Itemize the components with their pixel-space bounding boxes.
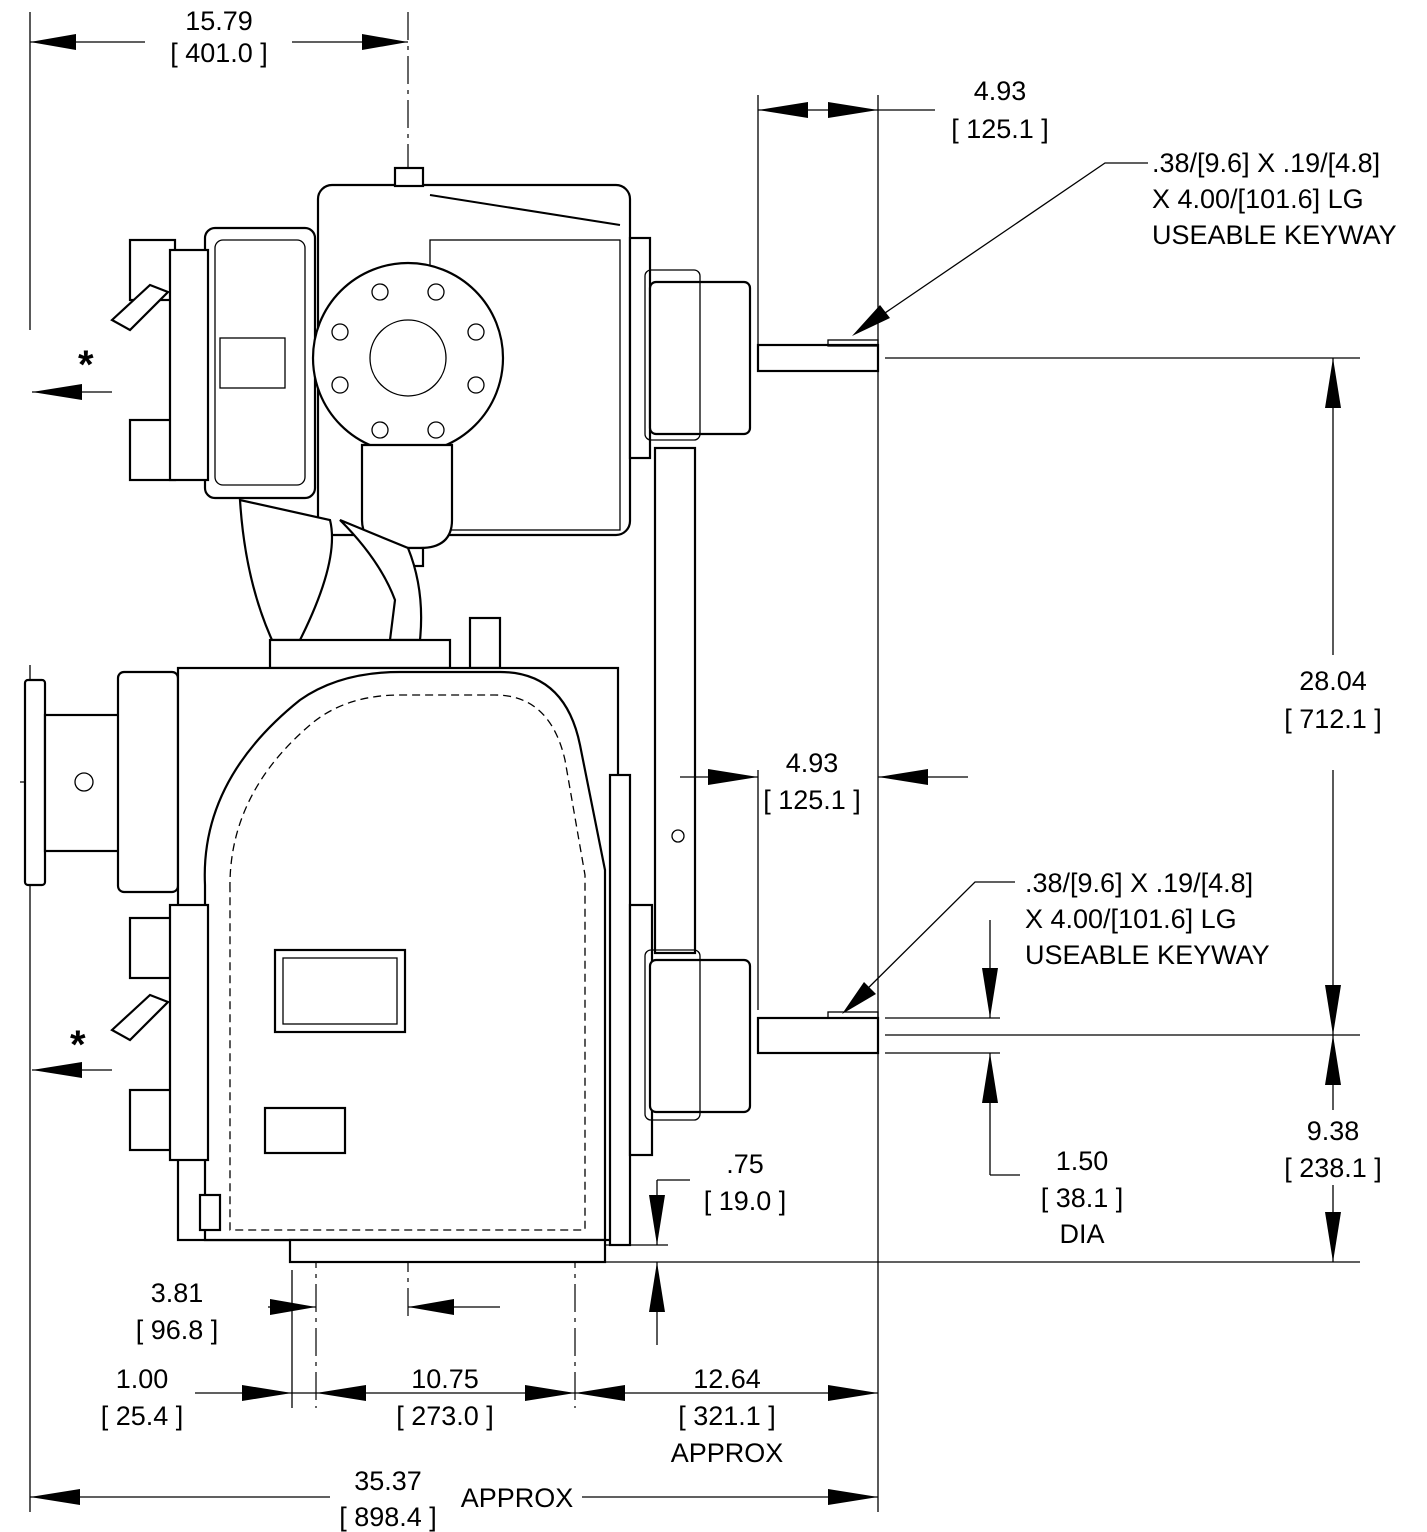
dim-shaft-top bbox=[758, 102, 935, 118]
leader-keyway-bottom bbox=[842, 881, 1015, 1014]
total-in: 35.37 bbox=[354, 1466, 422, 1496]
vertical-mm: [ 712.1 ] bbox=[1284, 704, 1382, 734]
offset-in: 3.81 bbox=[151, 1278, 204, 1308]
dim-bottom-row bbox=[195, 1385, 878, 1401]
right-approx: APPROX bbox=[671, 1438, 784, 1468]
total-approx: APPROX bbox=[461, 1483, 574, 1513]
total-mm: [ 898.4 ] bbox=[339, 1502, 437, 1532]
dia-mm: [ 38.1 ] bbox=[1041, 1183, 1124, 1213]
dim-dia bbox=[982, 920, 1020, 1176]
right-in: 12.64 bbox=[693, 1364, 761, 1394]
base-mm: [ 19.0 ] bbox=[704, 1186, 787, 1216]
height-in: 9.38 bbox=[1307, 1116, 1360, 1146]
vertical-in: 28.04 bbox=[1299, 666, 1367, 696]
dim-overall-top bbox=[30, 34, 408, 50]
drive-arm bbox=[653, 446, 697, 955]
left-in: 1.00 bbox=[116, 1364, 169, 1394]
dim-height bbox=[1325, 1035, 1341, 1262]
dia-label: DIA bbox=[1059, 1219, 1104, 1249]
dim-offset bbox=[268, 1299, 500, 1315]
dimension-text: 15.79 [ 401.0 ] 4.93 [ 125.1 ] 4.93 [ 12… bbox=[101, 6, 1382, 1532]
overall-top-in: 15.79 bbox=[185, 6, 253, 36]
dia-in: 1.50 bbox=[1056, 1146, 1109, 1176]
shaft-top-in: 4.93 bbox=[974, 76, 1027, 106]
base-in: .75 bbox=[726, 1149, 764, 1179]
drain-arrows bbox=[32, 384, 112, 1078]
keyway-top-line1: .38/[9.6] X .19/[4.8] bbox=[1152, 148, 1380, 178]
shaft-top-mm: [ 125.1 ] bbox=[951, 114, 1049, 144]
asterisk-top: * bbox=[78, 343, 94, 387]
leader-keyway-top bbox=[852, 162, 1148, 336]
keyway-notes: .38/[9.6] X .19/[4.8] X 4.00/[101.6] LG … bbox=[70, 148, 1397, 1067]
dim-total bbox=[30, 1489, 878, 1505]
shaft-mid-mm: [ 125.1 ] bbox=[763, 785, 861, 815]
dim-vertical bbox=[1325, 358, 1341, 1035]
asterisk-bottom: * bbox=[70, 1023, 86, 1067]
shaft-mid-in: 4.93 bbox=[786, 748, 839, 778]
keyway-bottom-line3: USEABLE KEYWAY bbox=[1025, 940, 1270, 970]
right-mm: [ 321.1 ] bbox=[678, 1401, 776, 1431]
dim-shaft-mid bbox=[680, 769, 968, 785]
dim-base bbox=[649, 1179, 690, 1345]
center-in: 10.75 bbox=[411, 1364, 479, 1394]
overall-top-mm: [ 401.0 ] bbox=[170, 38, 268, 68]
center-mm: [ 273.0 ] bbox=[396, 1401, 494, 1431]
keyway-bottom-line2: X 4.00/[101.6] LG bbox=[1025, 904, 1237, 934]
keyway-top-line3: USEABLE KEYWAY bbox=[1152, 220, 1397, 250]
keyway-top-line2: X 4.00/[101.6] LG bbox=[1152, 184, 1364, 214]
height-mm: [ 238.1 ] bbox=[1284, 1153, 1382, 1183]
left-mm: [ 25.4 ] bbox=[101, 1401, 184, 1431]
keyway-bottom-line1: .38/[9.6] X .19/[4.8] bbox=[1025, 868, 1253, 898]
lower-pump-casing bbox=[23, 666, 880, 1264]
offset-mm: [ 96.8 ] bbox=[136, 1315, 219, 1345]
upper-gearbox bbox=[110, 166, 880, 568]
